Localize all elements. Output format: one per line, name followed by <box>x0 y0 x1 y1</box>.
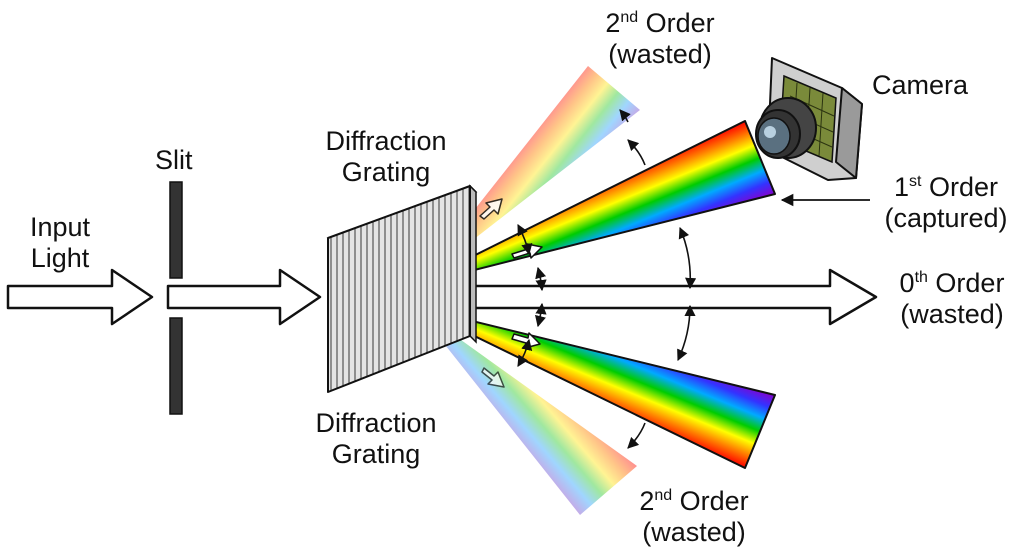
first-order-label: 1st Order (captured) <box>884 172 1008 233</box>
grating-bottom-label: Diffraction Grating <box>315 408 437 469</box>
zeroth-order-label: 0th Order (wasted) <box>899 268 1005 329</box>
slit-icon <box>169 181 183 415</box>
camera-label: Camera <box>872 70 969 100</box>
grating-icon <box>326 184 478 393</box>
camera-icon <box>755 57 863 181</box>
zeroth-order-beam <box>410 268 878 326</box>
slit-to-grating-arrow <box>166 268 322 326</box>
input-arrow-icon <box>6 268 154 326</box>
first-order-lower-beam <box>414 306 776 469</box>
second-order-lower-beam <box>415 307 637 515</box>
second-order-bottom-label: 2nd Order (wasted) <box>639 486 749 547</box>
input-light-label: Input Light <box>29 212 91 273</box>
slit-label: Slit <box>155 145 193 175</box>
second-order-top-label: 2nd Order (wasted) <box>605 8 715 69</box>
grating-top-label: Diffraction Grating <box>325 126 447 187</box>
first-order-upper-beam <box>414 120 776 286</box>
angle-arcs <box>517 109 697 449</box>
